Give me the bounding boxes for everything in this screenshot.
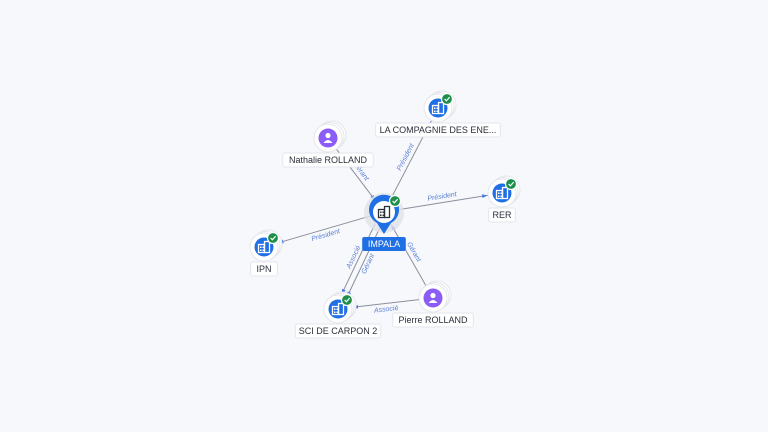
nodes-layer: IMPALA LA COMPAGNIE DES ENE... Nathalie RO… (249, 90, 521, 339)
edge-pierre-impala-6: Gérant (390, 223, 427, 287)
node-label: LA COMPAGNIE DES ENE... (380, 125, 497, 135)
building-icon (377, 205, 391, 219)
node-label: Pierre ROLLAND (398, 315, 468, 325)
building-icon (431, 101, 445, 115)
check-badge-icon (340, 293, 354, 307)
node-label-box (488, 207, 516, 223)
edge-label: Président (396, 142, 416, 172)
node-pierre[interactable]: Pierre ROLLAND (392, 280, 474, 328)
edges-layer: PrésidentGérantPrésidentPrésidentGérantA… (277, 120, 489, 315)
check-badge-icon (388, 194, 402, 208)
node-impala[interactable]: IMPALA (362, 193, 406, 251)
check-badge-icon (440, 92, 454, 106)
edge-line (397, 194, 489, 211)
edge-line (390, 223, 427, 287)
building-icon (257, 240, 271, 254)
building-icon (495, 186, 509, 200)
node-nathalie[interactable]: Nathalie ROLLAND (282, 120, 374, 168)
person-icon (323, 132, 333, 143)
node-label: IPN (256, 264, 271, 274)
check-badge-icon (266, 231, 280, 245)
node-label-box (250, 261, 278, 277)
edge-line (351, 299, 420, 308)
edge-line (340, 223, 376, 296)
node-label: SCI DE CARPON 2 (299, 326, 378, 336)
node-label: IMPALA (368, 239, 400, 249)
edge-label: Président (427, 191, 458, 203)
node-label-box (375, 122, 501, 138)
building-icon (331, 302, 345, 316)
node-label-box (282, 152, 374, 168)
edge-label: Associé (345, 245, 362, 271)
node-compagnie[interactable]: LA COMPAGNIE DES ENE... (375, 90, 501, 138)
node-ipn[interactable]: IPN (249, 229, 283, 277)
edge-impala-ipn-3: Président (277, 215, 371, 244)
edge-arrow (481, 194, 488, 199)
node-sci[interactable]: SCI DE CARPON 2 (294, 291, 382, 339)
node-label-box (392, 312, 474, 328)
node-label: Nathalie ROLLAND (289, 155, 368, 165)
person-icon (428, 292, 438, 303)
edge-line (277, 215, 371, 244)
node-label: RER (492, 210, 512, 220)
node-label-box (362, 237, 406, 251)
node-label-box (294, 323, 382, 339)
check-badge-icon (504, 177, 518, 191)
edge-impala-rer-2: Président (397, 191, 489, 211)
edge-label: Associé (373, 305, 399, 315)
node-rer[interactable]: RER (487, 175, 521, 223)
edge-label: Président (311, 228, 342, 243)
